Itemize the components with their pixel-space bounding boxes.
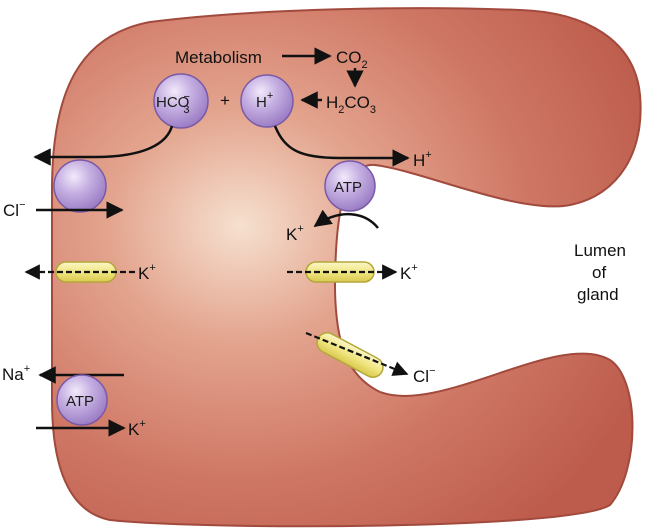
na-label: Na+ [2,363,30,384]
cl-channel-right-arrow [305,331,409,376]
lumen-label-line1: Lumen [574,241,626,260]
h-ion-label: H+ [256,90,273,111]
k-bottom-label: K+ [128,418,146,439]
anion-exchanger-sphere [53,159,107,213]
atp-pump-top [324,160,376,212]
h-ion-exit-arrow [273,125,410,167]
cell-body [51,7,642,528]
metabolism-label: Metabolism [175,48,262,67]
lumen-label-line3: gland [577,285,619,304]
cl-left-label: Cl− [3,199,26,220]
atp-top-label: ATP [334,179,362,196]
h2co3-label: H2CO3 [326,93,376,116]
k-in-curved-arrow [313,209,379,229]
k-in-right-label: K+ [286,223,304,244]
plus-sign: + [220,91,230,110]
hco3-exit-arrow [33,125,174,166]
h-ion-sphere [240,74,294,128]
k-left-channel-label: K+ [138,262,156,283]
cl-right-label: Cl− [413,365,436,386]
atp-pump-bottom [56,374,108,426]
h-out-label: H+ [413,149,432,170]
co2-label: CO2 [336,48,368,71]
hco3-sphere [153,73,209,129]
hco3-label: HCO3− [156,91,190,116]
lumen-label-line2: of [592,263,606,282]
atp-bottom-label: ATP [66,393,94,410]
k-right-channel-label: K+ [400,262,418,283]
